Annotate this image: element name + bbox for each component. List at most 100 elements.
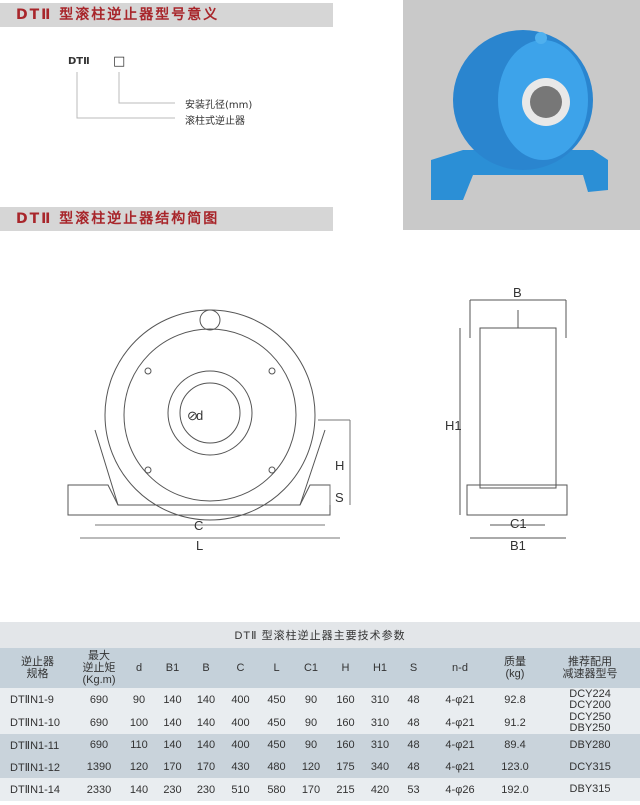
- column-header: 推荐配用 减速器型号: [540, 648, 640, 688]
- column-header: 质量 (kg): [490, 648, 540, 688]
- table-cell: DBY280: [540, 734, 640, 756]
- front-view: [67, 309, 351, 539]
- table-cell: 140: [190, 734, 222, 756]
- table-cell: 89.4: [490, 734, 540, 756]
- table-cell: 160: [328, 734, 363, 756]
- model-prefix: DTⅡ: [68, 56, 90, 67]
- table-cell: 140: [190, 711, 222, 734]
- table-cell: 170: [155, 756, 190, 778]
- structure-diagram: ⊘ d H S C L B H1 C1 B1: [67, 285, 568, 553]
- table-cell: 430: [222, 756, 259, 778]
- table-cell: DCY250 DBY250: [540, 711, 640, 734]
- table-cell: 510: [222, 778, 259, 801]
- label-H: H: [335, 458, 344, 473]
- table-cell: 90: [123, 688, 155, 711]
- column-header: C: [222, 648, 259, 688]
- table-cell: 160: [328, 688, 363, 711]
- table-cell: DCY224 DCY200: [540, 688, 640, 711]
- table-cell: 480: [259, 756, 294, 778]
- table-cell: 90: [294, 711, 328, 734]
- section-title-model-meaning: DTⅡ 型滚柱逆止器型号意义: [0, 3, 333, 27]
- table-cell: 580: [259, 778, 294, 801]
- column-header: B1: [155, 648, 190, 688]
- model-code-leader-lines: [76, 72, 175, 119]
- label-B1: B1: [510, 538, 526, 553]
- product-photo: [403, 0, 640, 230]
- table-cell: 4-φ21: [430, 688, 490, 711]
- side-view: [459, 299, 568, 539]
- table-cell: 100: [123, 711, 155, 734]
- table-cell: DBY315: [540, 778, 640, 801]
- table-cell: 175: [328, 756, 363, 778]
- table-cell: 310: [363, 734, 397, 756]
- table-cell: 4-φ21: [430, 711, 490, 734]
- table-cell: 215: [328, 778, 363, 801]
- table-cell: 4-φ26: [430, 778, 490, 801]
- table-cell: 120: [294, 756, 328, 778]
- table-cell: 690: [75, 711, 123, 734]
- table-cell: DTⅡN1-9: [0, 688, 75, 711]
- table-cell: 4-φ21: [430, 734, 490, 756]
- table-cell: 110: [123, 734, 155, 756]
- table-cell: 690: [75, 734, 123, 756]
- table-cell: 400: [222, 688, 259, 711]
- column-header: H: [328, 648, 363, 688]
- table-cell: 48: [397, 756, 430, 778]
- table-cell: 92.8: [490, 688, 540, 711]
- table-cell: 310: [363, 688, 397, 711]
- table-cell: 400: [222, 734, 259, 756]
- label-C: C: [194, 518, 203, 533]
- table-cell: 230: [155, 778, 190, 801]
- table-cell: 160: [328, 711, 363, 734]
- table-cell: 53: [397, 778, 430, 801]
- column-header: n-d: [430, 648, 490, 688]
- table-cell: 48: [397, 734, 430, 756]
- table-cell: 120: [123, 756, 155, 778]
- table-cell: 140: [155, 711, 190, 734]
- section-title-structure: DTⅡ 型滚柱逆止器结构简图: [0, 207, 333, 231]
- table-cell: DCY315: [540, 756, 640, 778]
- table-cell: 170: [190, 756, 222, 778]
- table-cell: 400: [222, 711, 259, 734]
- label-type: 滚柱式逆止器: [185, 116, 245, 127]
- table-cell: 4-φ21: [430, 756, 490, 778]
- table-cell: 48: [397, 711, 430, 734]
- table-cell: 230: [190, 778, 222, 801]
- table-cell: 420: [363, 778, 397, 801]
- table-cell: 91.2: [490, 711, 540, 734]
- label-phi: ⊘: [187, 408, 198, 423]
- table-cell: 140: [190, 688, 222, 711]
- table-cell: 1390: [75, 756, 123, 778]
- table-cell: DTⅡN1-11: [0, 734, 75, 756]
- table-cell: DTⅡN1-10: [0, 711, 75, 734]
- table-cell: 340: [363, 756, 397, 778]
- label-d: d: [196, 408, 203, 423]
- label-L: L: [196, 538, 203, 553]
- table-cell: 310: [363, 711, 397, 734]
- table-cell: 140: [155, 688, 190, 711]
- table-cell: 450: [259, 688, 294, 711]
- table-cell: 192.0: [490, 778, 540, 801]
- column-header: H1: [363, 648, 397, 688]
- table-cell: DTⅡN1-12: [0, 756, 75, 778]
- table-cell: 123.0: [490, 756, 540, 778]
- table-cell: 90: [294, 734, 328, 756]
- label-C1: C1: [510, 516, 527, 531]
- table-cell: 140: [155, 734, 190, 756]
- column-header: S: [397, 648, 430, 688]
- table-cell: 450: [259, 734, 294, 756]
- table-cell: 2330: [75, 778, 123, 801]
- column-header: C1: [294, 648, 328, 688]
- label-S: S: [335, 490, 344, 505]
- label-B: B: [513, 285, 522, 300]
- column-header: d: [123, 648, 155, 688]
- column-header: L: [259, 648, 294, 688]
- model-box: □: [113, 54, 126, 69]
- table-cell: DTⅡN1-14: [0, 778, 75, 801]
